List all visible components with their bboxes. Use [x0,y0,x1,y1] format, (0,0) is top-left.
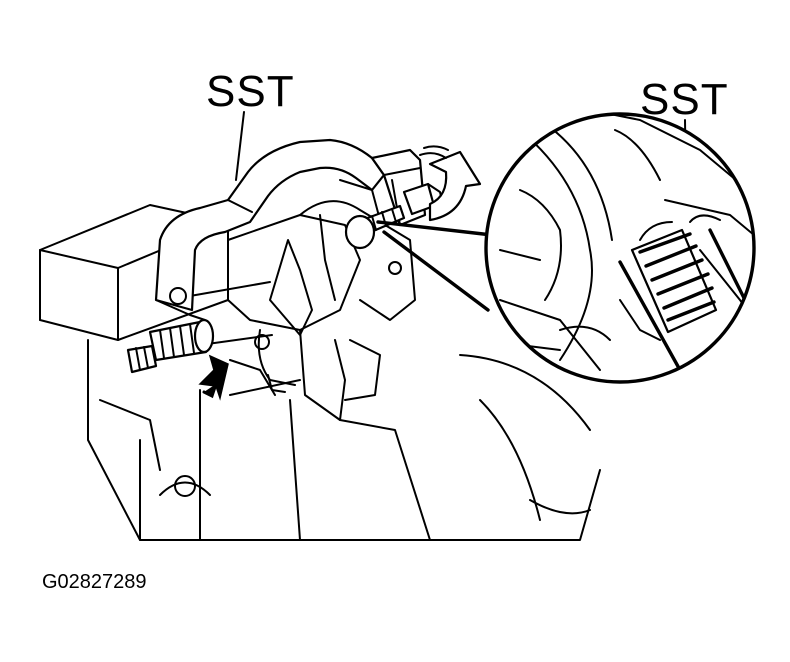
rotation-arrow-icon [419,145,482,222]
sst-puller-tool [154,138,427,321]
callout-line-top [376,220,494,237]
callout-line-bottom [382,230,490,312]
housing-block [39,204,601,541]
gear-bracket [227,200,416,421]
shaft [126,281,273,374]
detail-circle [484,112,756,384]
push-arrow-icon [198,354,229,401]
sst-label-right: SST [640,75,729,124]
figure-code: G02827289 [42,571,147,593]
label-leader-left [235,111,245,181]
sst-label-left: SST [206,67,295,116]
